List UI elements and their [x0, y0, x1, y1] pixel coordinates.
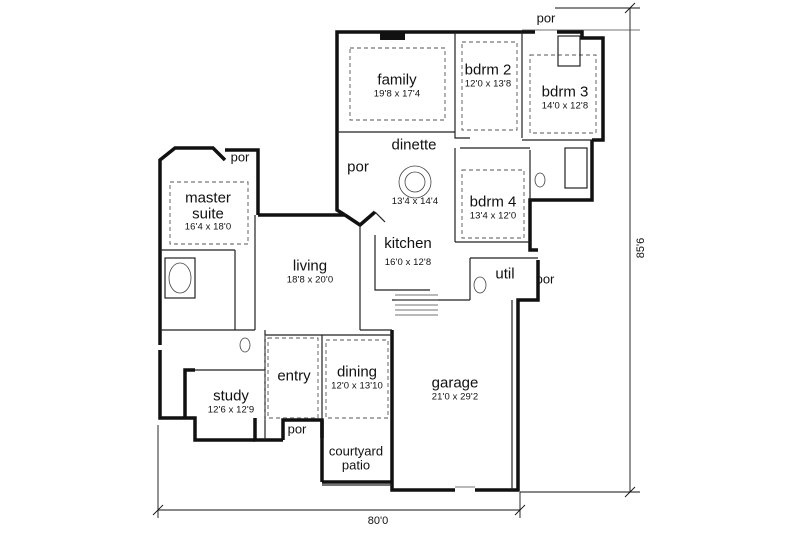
porch-entry: por	[288, 422, 307, 439]
kitchen-size: 16'0 x 12'8	[384, 256, 432, 268]
room-entry: entry	[277, 367, 311, 386]
porch-top-label: por	[536, 10, 556, 26]
room-bdrm4: bdrm 4 13'4 x 12'0	[469, 193, 517, 222]
room-kitchen: kitchen 16'0 x 12'8	[384, 236, 432, 268]
porch-master: por	[231, 150, 250, 167]
room-dining: dining 12'0 x 13'10	[331, 363, 383, 392]
ceiling-outlines	[169, 41, 597, 420]
room-living: living 18'8 x 20'0	[286, 257, 334, 286]
room-bdrm2: bdrm 2 12'0 x 13'8	[464, 61, 512, 90]
study-size: 12'6 x 12'9	[207, 404, 255, 416]
bdrm3-label: bdrm 3	[541, 83, 589, 101]
bdrm3-size: 14'0 x 12'8	[541, 100, 589, 112]
garage-size: 21'0 x 29'2	[431, 391, 479, 403]
courtyard-label-1: courtyard	[328, 443, 384, 459]
porch-top: por	[537, 11, 556, 28]
study-label: study	[213, 387, 249, 405]
room-courtyard-patio: courtyard patio	[329, 444, 383, 471]
room-family: family 19'8 x 17'4	[373, 71, 421, 100]
master-label-1: master	[185, 189, 231, 207]
bdrm2-label: bdrm 2	[464, 61, 512, 79]
room-util: util	[495, 265, 515, 284]
fixtures	[164, 32, 588, 488]
dining-label: dining	[336, 363, 378, 381]
interior-walls	[160, 32, 592, 490]
room-dinette: dinette	[391, 136, 437, 155]
dimension-lines	[152, 2, 640, 518]
room-study: study 12'6 x 12'9	[207, 387, 255, 416]
room-bdrm3: bdrm 3 14'0 x 12'8	[541, 83, 589, 112]
dinette-size-label: 13'4 x 14'4	[392, 197, 438, 207]
family-label: family	[377, 71, 417, 89]
living-label: living	[292, 257, 328, 275]
family-size: 19'8 x 17'4	[373, 88, 421, 100]
room-master-suite: master suite 16'4 x 18'0	[185, 190, 231, 231]
living-size: 18'8 x 20'0	[286, 274, 334, 286]
depth-dimension: 85'6	[635, 237, 647, 259]
room-garage: garage 21'0 x 29'2	[431, 374, 479, 403]
dinette-size: 13'4 x 14'4	[391, 196, 439, 208]
master-size: 16'4 x 18'0	[184, 220, 232, 232]
courtyard-label-2: patio	[341, 457, 371, 472]
width-dimension: 80'0	[367, 515, 389, 527]
porch-master-label: por	[230, 149, 250, 165]
garage-label: garage	[431, 374, 479, 392]
util-label: util	[495, 265, 515, 283]
porch-util: por	[536, 272, 555, 289]
bdrm4-size: 13'4 x 12'0	[469, 210, 517, 222]
porch-dinette: por	[347, 158, 369, 177]
entry-label: entry	[277, 367, 311, 385]
bdrm2-size: 12'0 x 13'8	[464, 78, 512, 90]
porch-util-label: por	[535, 271, 555, 287]
kitchen-label: kitchen	[384, 235, 432, 253]
dining-size: 12'0 x 13'10	[331, 380, 383, 392]
bdrm4-label: bdrm 4	[469, 193, 517, 211]
exterior-walls	[158, 30, 605, 492]
porch-entry-label: por	[287, 421, 307, 437]
master-label-2: suite	[192, 205, 224, 223]
porch-dinette-label: por	[347, 158, 369, 176]
dinette-label: dinette	[391, 136, 437, 154]
